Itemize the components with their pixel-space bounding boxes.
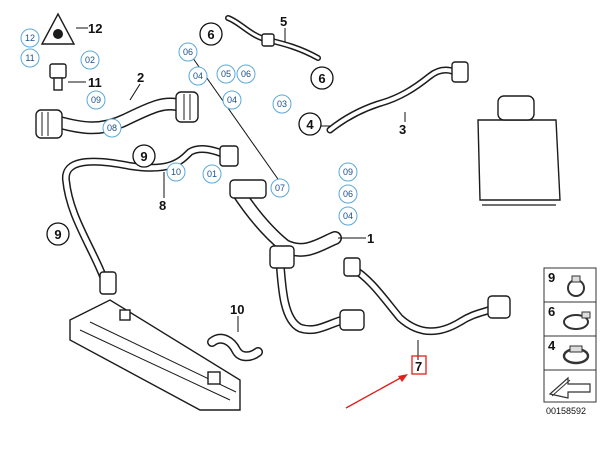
ref-bubble-08: 08 [107, 123, 117, 133]
leader-lines [68, 27, 419, 360]
spring-clamp-icon [567, 275, 585, 297]
part-number-7: 7 [415, 359, 422, 374]
ref-bubble-11: 11 [25, 53, 34, 63]
part-number-10: 10 [230, 302, 244, 317]
ref-bubble-09a: 09 [91, 95, 101, 105]
hose-part-2 [35, 91, 199, 139]
hose-part-7 [343, 257, 511, 336]
part-number-3: 3 [399, 122, 406, 137]
highlight-arrow [345, 355, 427, 409]
worm-clamp-icon [562, 345, 590, 365]
hose-part-5 [225, 15, 321, 61]
circled-number-6a: 6 [207, 27, 214, 42]
legend-number-4: 4 [548, 338, 556, 353]
ref-bubble-05: 05 [221, 69, 231, 79]
circled-part-numbers: 6 6 4 9 9 [46, 22, 334, 246]
part-number-2: 2 [137, 70, 144, 85]
circled-number-4: 4 [306, 117, 314, 132]
part-number-12: 12 [88, 21, 102, 36]
circled-number-6b: 6 [318, 71, 325, 86]
hose-part-3 [326, 61, 469, 134]
ref-bubble-06b: 06 [241, 69, 251, 79]
circled-number-9b: 9 [54, 227, 61, 242]
ref-bubble-02: 02 [85, 55, 95, 65]
ref-bubble-01: 01 [207, 169, 217, 179]
ref-bubble-09b: 09 [343, 167, 353, 177]
ref-bubble-04b: 04 [227, 95, 237, 105]
sensor-part-11 [49, 63, 67, 91]
ref-bubble-04c: 04 [343, 211, 353, 221]
ref-bubble-03: 03 [277, 99, 287, 109]
legend-number-6: 6 [548, 304, 555, 319]
part-number-1: 1 [367, 231, 374, 246]
circled-number-9a: 9 [140, 149, 147, 164]
legend-number-9: 9 [548, 270, 555, 285]
reference-bubbles: 12 11 02 09 08 06 04 05 06 04 03 10 01 0… [20, 28, 358, 226]
part-number-5: 5 [280, 14, 287, 29]
warning-label-part-12 [40, 12, 76, 45]
oil-cooler [69, 299, 241, 411]
part-number-labels: 12 11 2 5 3 1 8 10 7 [88, 14, 422, 374]
ref-bubble-12: 12 [25, 33, 35, 43]
diagram-code: 00158592 [546, 406, 586, 416]
ref-bubble-06c: 06 [343, 189, 353, 199]
direction-arrow-icon [548, 376, 591, 399]
hose-part-8 [61, 145, 239, 295]
hose-part-10 [207, 333, 263, 362]
hose-clamp-icon [563, 311, 591, 330]
hose-part-1 [229, 179, 365, 335]
part-number-11: 11 [88, 75, 102, 90]
part-number-8: 8 [159, 198, 166, 213]
ref-bubble-07: 07 [275, 183, 285, 193]
ref-bubble-10: 10 [171, 167, 181, 177]
ref-bubble-04a: 04 [193, 71, 203, 81]
clamp-legend: 9 6 4 00158592 [543, 267, 597, 416]
ref-bubble-06a: 06 [183, 47, 193, 57]
expansion-tank [477, 95, 561, 206]
